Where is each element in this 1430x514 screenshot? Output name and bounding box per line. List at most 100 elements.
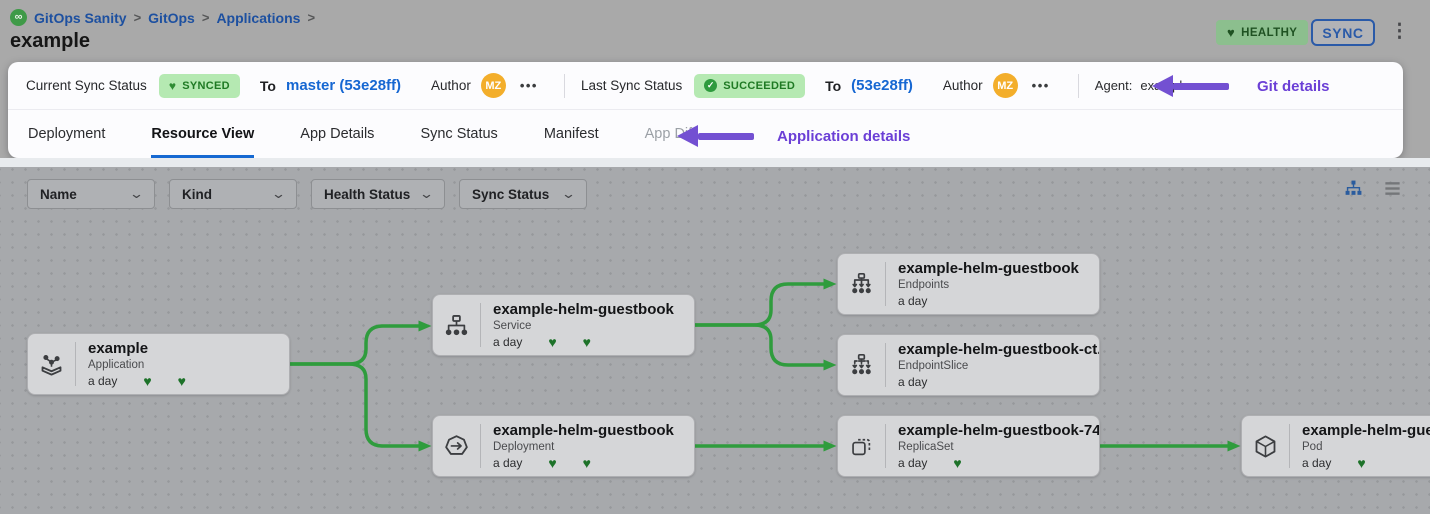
- more-options-icon[interactable]: •••: [1031, 78, 1050, 93]
- resource-node-pod[interactable]: example-helm-guestbook Pod a day♥: [1241, 415, 1430, 477]
- divider: [885, 262, 886, 306]
- synced-badge: ♥ SYNCED: [158, 73, 240, 98]
- kebab-menu-icon[interactable]: ⋮: [1390, 21, 1409, 42]
- divider: [75, 342, 76, 386]
- current-sync-status-label: Current Sync Status: [26, 78, 147, 93]
- resource-node-endpoints[interactable]: example-helm-guestbook Endpoints a day: [837, 253, 1100, 315]
- service-icon: [433, 312, 480, 339]
- sync-status-filter-dropdown[interactable]: Sync Status⌄: [459, 179, 587, 209]
- node-title: example-helm-guestbook-74...: [898, 422, 1099, 439]
- node-kind: Deployment: [493, 441, 555, 453]
- node-age: a day: [88, 374, 118, 388]
- breadcrumb-link-gitops[interactable]: GitOps: [148, 9, 195, 26]
- health-heart-icon: ♥: [548, 455, 557, 470]
- resource-node-service[interactable]: example-helm-guestbook Service a day♥♥: [432, 294, 695, 356]
- replicaset-icon: [838, 433, 885, 460]
- list-view-icon[interactable]: [1383, 179, 1402, 198]
- divider: [480, 303, 481, 347]
- author-avatar[interactable]: MZ: [992, 73, 1018, 98]
- health-status-filter-dropdown[interactable]: Health Status⌄: [311, 179, 445, 209]
- divider: [885, 343, 886, 387]
- divider: [1289, 424, 1290, 468]
- application-icon: [28, 351, 75, 378]
- sync-button[interactable]: SYNC: [1311, 19, 1375, 46]
- breadcrumb-separator: >: [133, 10, 142, 25]
- tree-view-icon[interactable]: [1344, 179, 1363, 198]
- endpoints-icon: [838, 271, 885, 298]
- node-age: a day: [1302, 456, 1332, 470]
- node-kind: Application: [88, 359, 145, 371]
- more-options-icon[interactable]: •••: [519, 78, 538, 93]
- agent-label: Agent:: [1094, 78, 1133, 93]
- endpointslice-icon: [838, 352, 885, 379]
- resource-node-replicaset[interactable]: example-helm-guestbook-74... ReplicaSet …: [837, 415, 1100, 477]
- page-header: ∞ GitOps Sanity > GitOps > Applications …: [0, 0, 1430, 62]
- to-label: To: [825, 77, 842, 94]
- resource-node-application[interactable]: example Application a day ♥ ♥: [27, 333, 290, 395]
- current-commit-link[interactable]: master (53e28ff): [285, 77, 402, 94]
- node-title: example-helm-guestbook-ct...: [898, 341, 1099, 358]
- author-label: Author: [431, 78, 471, 93]
- health-heart-icon: ♥: [143, 373, 152, 388]
- breadcrumb-link-account[interactable]: GitOps Sanity: [34, 9, 127, 26]
- name-filter-dropdown[interactable]: Name⌄: [27, 179, 155, 209]
- chevron-down-icon: ⌄: [560, 186, 577, 201]
- tab-manifest[interactable]: Manifest: [543, 125, 599, 142]
- resource-node-endpointslice[interactable]: example-helm-guestbook-ct... EndpointSli…: [837, 334, 1100, 396]
- kind-filter-dropdown[interactable]: Kind⌄: [169, 179, 297, 209]
- divider: [885, 424, 886, 468]
- to-label: To: [259, 77, 276, 94]
- health-heart-icon: ♥: [953, 455, 962, 470]
- health-heart-icon: ♥: [177, 373, 186, 388]
- node-age: a day: [898, 375, 928, 389]
- sync-status-bar: Current Sync Status ♥ SYNCED To master (…: [8, 62, 1403, 110]
- node-title: example-helm-guestbook: [493, 301, 674, 318]
- view-toggle: [1344, 179, 1402, 198]
- breadcrumb-link-applications[interactable]: Applications: [216, 9, 301, 26]
- breadcrumb: ∞ GitOps Sanity > GitOps > Applications …: [10, 9, 315, 26]
- page-title: example: [10, 30, 91, 52]
- last-commit-link[interactable]: (53e28ff): [851, 77, 913, 94]
- canvas-top-strip: [0, 158, 1430, 167]
- resource-node-deployment[interactable]: example-helm-guestbook Deployment a day♥…: [432, 415, 695, 477]
- deployment-icon: [433, 433, 480, 460]
- health-heart-icon: ♥: [582, 455, 591, 470]
- node-title: example-helm-guestbook: [898, 260, 1079, 277]
- chevron-down-icon: ⌄: [418, 186, 435, 201]
- left-arrow-icon: [677, 125, 754, 147]
- divider: [1077, 73, 1079, 98]
- node-kind: EndpointSlice: [898, 360, 969, 372]
- chevron-down-icon: ⌄: [128, 186, 145, 201]
- application-details-annotation: Application details: [677, 125, 910, 147]
- node-kind: ReplicaSet: [898, 441, 954, 453]
- left-arrow-icon: [1152, 75, 1229, 97]
- tab-deployment[interactable]: Deployment: [28, 125, 106, 142]
- heart-icon: ♥: [1227, 25, 1236, 40]
- node-kind: Service: [493, 320, 532, 332]
- node-age: a day: [493, 456, 523, 470]
- node-age: a day: [898, 294, 928, 308]
- author-label: Author: [942, 78, 983, 93]
- pod-icon: [1242, 433, 1289, 460]
- node-age: a day: [898, 456, 928, 470]
- tab-bar: Deployment Resource View App Details Syn…: [8, 110, 1403, 158]
- node-kind: Endpoints: [898, 279, 950, 291]
- divider: [480, 424, 481, 468]
- health-heart-icon: ♥: [548, 334, 557, 349]
- node-title: example: [88, 340, 149, 357]
- author-avatar[interactable]: MZ: [480, 73, 506, 98]
- breadcrumb-separator: >: [307, 10, 316, 25]
- health-heart-icon: ♥: [582, 334, 591, 349]
- heart-icon: ♥: [168, 78, 177, 93]
- node-kind: Pod: [1302, 441, 1323, 453]
- tab-resource-view[interactable]: Resource View: [151, 110, 255, 158]
- last-sync-status-label: Last Sync Status: [580, 78, 683, 93]
- tab-sync-status[interactable]: Sync Status: [420, 125, 498, 142]
- tab-app-details[interactable]: App Details: [300, 125, 375, 142]
- node-title: example-helm-guestbook: [1302, 422, 1430, 439]
- git-details-annotation: Git details: [1152, 75, 1330, 97]
- divider: [563, 73, 565, 98]
- check-circle-icon: ✓: [704, 79, 718, 92]
- breadcrumb-separator: >: [201, 10, 210, 25]
